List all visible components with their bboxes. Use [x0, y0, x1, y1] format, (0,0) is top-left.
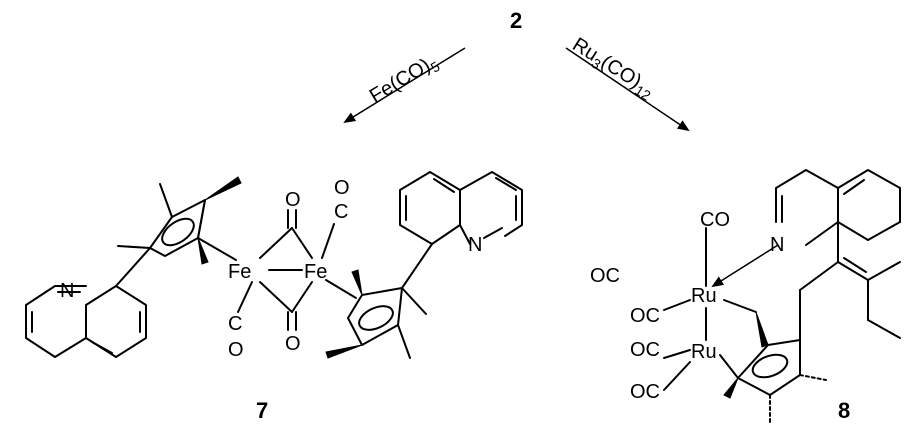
- atom-ru-lower: Ru: [691, 341, 717, 363]
- compound-label-2: 2: [510, 8, 522, 33]
- oc-label-4: OC: [630, 381, 660, 403]
- atom-fe-right: Fe: [304, 261, 327, 283]
- arrow-to-7: [343, 47, 466, 124]
- quinoline-right-pyridine: [459, 171, 523, 237]
- compound-8-structure: CO N OC Ru OC OC Ru OC: [590, 169, 901, 425]
- quinoline-left-benzo: [85, 285, 147, 358]
- atom-o-top: O: [285, 189, 301, 211]
- co-top-label: CO: [700, 209, 730, 231]
- cp-ring-8: [737, 339, 801, 396]
- svg-text:Fe(CO)5: Fe(CO)5: [366, 50, 443, 110]
- oc-label-1: OC: [590, 265, 620, 287]
- atom-o-terminal-right: O: [334, 177, 350, 199]
- compound-label-8: 8: [838, 398, 850, 423]
- arrow-to-8: [565, 47, 690, 132]
- atom-ru-upper: Ru: [691, 285, 717, 307]
- quinoline-8-pyridine: [775, 169, 901, 223]
- compound-label-7: 7: [256, 398, 268, 423]
- atom-o-terminal-left: O: [228, 339, 244, 361]
- atom-n-left: N: [60, 280, 74, 302]
- cp-ring-left: [149, 199, 206, 257]
- quinoline-8-benzo: [837, 221, 901, 281]
- quinoline-left-pyridine: [25, 285, 87, 358]
- atom-c-terminal-left: C: [228, 313, 242, 335]
- reagent-fe-co-5: Fe(CO)5: [366, 50, 443, 110]
- oc-label-3: OC: [630, 339, 660, 361]
- reagent-ru3-co-12: Ru3(CO)12: [567, 34, 659, 104]
- atom-c-terminal-right: C: [334, 201, 348, 223]
- atom-n-right: N: [468, 234, 482, 256]
- atom-fe-left: Fe: [228, 261, 251, 283]
- compound-7-structure: N Fe Fe O O C O C O N: [25, 171, 523, 361]
- cp-ring-right: [347, 287, 403, 346]
- oc-label-2: OC: [630, 305, 660, 327]
- atom-n-8: N: [770, 234, 784, 256]
- dative-bond-arrow: [711, 244, 779, 288]
- quinoline-right-benzo: [399, 171, 461, 245]
- svg-text:Ru3(CO)12: Ru3(CO)12: [567, 34, 659, 104]
- atom-o-bottom: O: [285, 333, 301, 355]
